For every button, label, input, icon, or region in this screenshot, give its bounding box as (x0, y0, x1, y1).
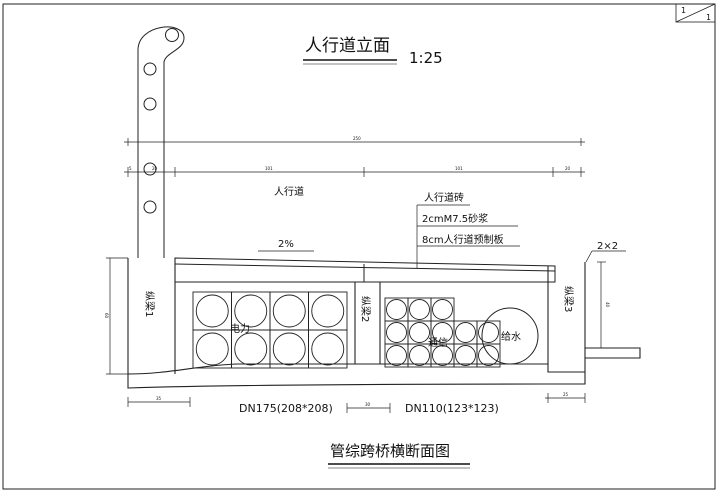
power-duct-cell (308, 329, 348, 369)
segment-dimension (124, 167, 585, 177)
elevation-title: 人行道立面 (305, 36, 390, 56)
walkway-label: 人行道 (274, 185, 304, 198)
comm-duct-pipe (432, 322, 453, 343)
seg-dim-2: 20 (152, 166, 158, 171)
comm-duct-grid (384, 297, 501, 368)
left-height-dim: 60 (104, 313, 109, 319)
comm-duct-pipe (478, 322, 499, 343)
bottom-dimensions (127, 393, 586, 413)
left-height-dimension (106, 257, 128, 375)
power-duct-pipe (272, 294, 306, 328)
comm-duct-cell (476, 320, 501, 345)
comm-duct-pipe (386, 345, 407, 366)
comm-duct-cell (476, 343, 501, 368)
bottom-dim-2: 30 (365, 402, 371, 407)
power-duct-pipe (195, 294, 229, 328)
railing-post (137, 26, 185, 258)
elevation-scale: 1:25 (409, 49, 443, 67)
comm-duct-cell (430, 297, 455, 322)
power-duct-cell (192, 291, 232, 331)
seg-dim-5: 20 (565, 166, 571, 171)
spec-left: DN175(208*208) (239, 402, 333, 415)
comm-duct-pipe (409, 322, 430, 343)
comm-duct-pipe (409, 345, 430, 366)
slope-right-leader-2 (585, 250, 593, 263)
comm-duct-pipe (386, 299, 407, 320)
trough-section (127, 258, 641, 389)
overall-dimension (124, 138, 585, 146)
power-duct-cell (269, 291, 309, 331)
overall-dim-text: 250 (353, 136, 361, 141)
layer-1: 人行道砖 (424, 191, 464, 204)
power-duct-pipe (234, 332, 268, 366)
beam-label-1: 纵梁1 (143, 291, 156, 317)
comm-duct-pipe (455, 345, 476, 366)
comm-duct-pipe (432, 299, 453, 320)
spec-right: DN110(123*123) (405, 402, 499, 415)
comm-duct-pipe (478, 345, 499, 366)
layer-callout (416, 204, 520, 268)
power-duct-cell (192, 329, 232, 369)
seg-dim-1: 5 (129, 166, 132, 171)
sheet-number-box: 1 1 (675, 3, 716, 23)
slope-right: 2×2 (597, 241, 618, 252)
power-label: 电力 (230, 322, 250, 335)
comm-duct-cell (384, 297, 409, 322)
power-duct-pipe (311, 332, 345, 366)
seg-dim-4: 101 (455, 166, 463, 171)
power-duct-pipe (311, 294, 345, 328)
layer-3: 8cm人行道预制板 (422, 233, 504, 246)
comm-duct-pipe (386, 322, 407, 343)
power-duct-pipe (234, 294, 268, 328)
bottom-title: 管综跨桥横断面图 (330, 442, 450, 460)
bottom-dim-3: 25 (563, 392, 569, 397)
layer-2: 2cmM7.5砂浆 (422, 212, 488, 225)
water-pipe (481, 307, 539, 365)
comm-duct-cell (453, 320, 478, 345)
beam-label-3: 纵梁3 (562, 286, 575, 312)
right-height-dimension (597, 261, 606, 349)
deck-slab (174, 257, 556, 283)
comm-duct-cell (407, 297, 432, 322)
beam-label-2: 纵梁2 (359, 296, 372, 322)
comm-duct-cell (384, 320, 409, 345)
bottom-dim-1: 35 (156, 396, 162, 401)
comm-duct-pipe (432, 345, 453, 366)
right-height-dim: 40 (605, 302, 610, 308)
sheet-total: 1 (706, 13, 711, 22)
power-duct-cell (269, 329, 309, 369)
water-label: 给水 (501, 330, 521, 343)
slope-left: 2% (278, 239, 294, 250)
seg-dim-3: 101 (265, 166, 273, 171)
power-duct-cell (231, 329, 271, 369)
power-duct-cell (308, 291, 348, 331)
power-duct-pipe (195, 332, 229, 366)
power-duct-pipe (272, 332, 306, 366)
comm-label: 通信 (428, 337, 448, 349)
comm-duct-pipe (409, 299, 430, 320)
comm-duct-pipe (455, 322, 476, 343)
power-duct-grid (192, 291, 348, 369)
sheet-number: 1 (681, 6, 686, 15)
